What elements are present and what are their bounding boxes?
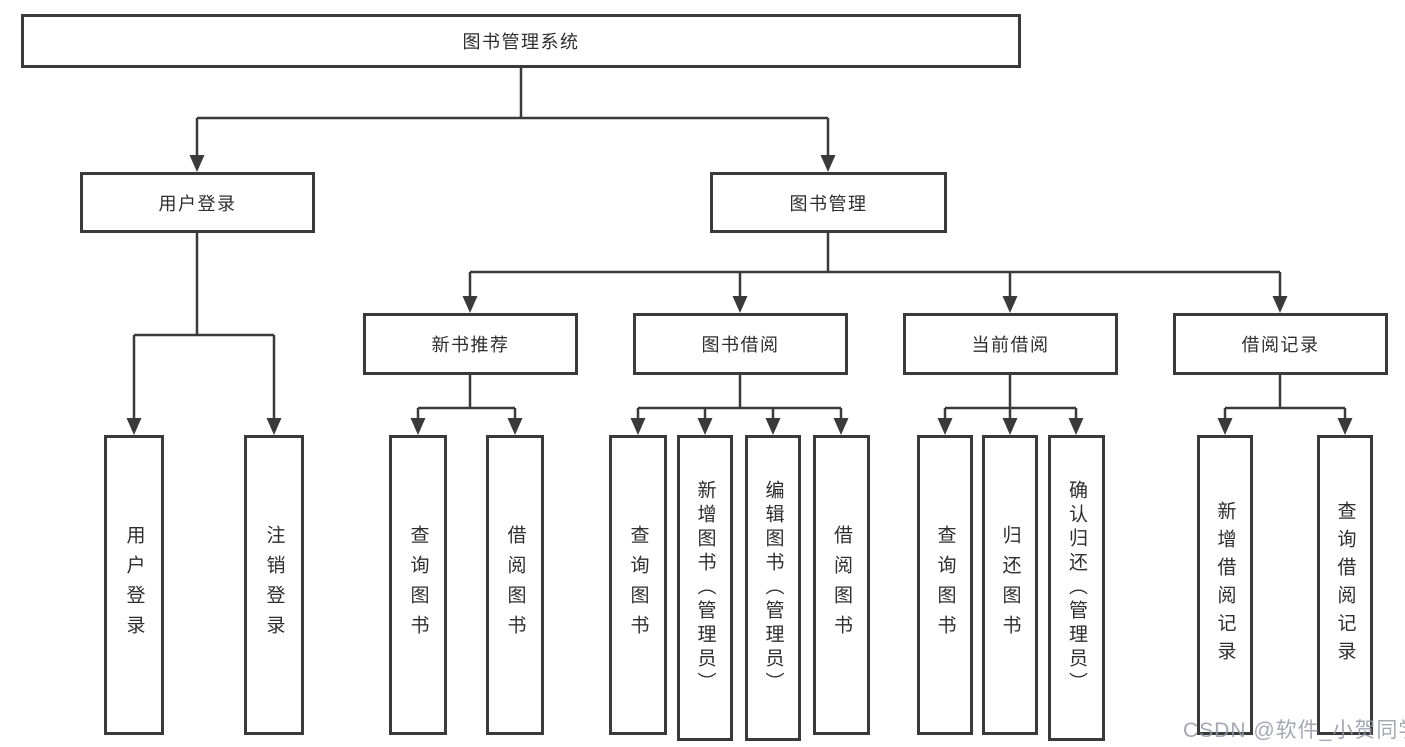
connector-book-borrow [636,375,843,421]
arrow-icon [266,418,282,435]
connector-user-login [132,233,276,421]
arrow-icon [1002,296,1018,313]
leaf-add-books-admin-label: 新增图书（管理员） [694,480,716,696]
leaf-edit-books-admin-label: 编辑图书（管理员） [762,480,784,696]
node-new-book-recommend: 新书推荐 [363,313,578,375]
arrow-icon [732,296,748,313]
leaf-confirm-return-admin-label: 确认归还（管理员） [1066,480,1087,696]
root-node-label: 图书管理系统 [462,32,580,52]
node-current-borrow-label: 当前借阅 [971,335,1050,355]
connector-paths [132,68,1347,421]
connector-current-borrow [943,375,1078,421]
node-user-login: 用户登录 [80,172,315,233]
connector-new-book [416,375,517,421]
node-book-borrow: 图书借阅 [633,313,848,375]
connector-root [195,68,830,158]
leaf-user-login: 用户登录 [104,435,164,735]
leaf-query-books-borrow-label: 查询图书 [627,525,649,645]
leaf-query-books-current-label: 查询图书 [934,525,956,645]
leaf-borrow-books-label: 借阅图书 [831,525,852,645]
node-current-borrow: 当前借阅 [903,313,1118,375]
node-book-management-label: 图书管理 [789,193,868,214]
arrow-icon [1272,296,1288,313]
leaf-query-books-current: 查询图书 [917,435,973,735]
arrow-icon [833,418,849,435]
leaf-add-borrow-record-label: 新增借阅记录 [1214,501,1236,669]
leaf-return-books-label: 归还图书 [999,525,1021,645]
node-new-book-recommend-label: 新书推荐 [431,335,510,355]
arrow-icon [697,418,713,435]
csdn-watermark: CSDN @软件_小贺同学 [1183,719,1405,742]
arrowheads [126,155,1353,435]
arrow-icon [765,418,781,435]
arrow-icon [1337,418,1353,435]
leaf-query-books-borrow: 查询图书 [609,435,667,735]
leaf-add-books-admin: 新增图书（管理员） [677,435,733,741]
arrow-icon [1068,418,1084,435]
arrow-icon [410,418,426,435]
connector-book-management [468,233,1282,299]
leaf-confirm-return-admin: 确认归还（管理员） [1048,435,1105,741]
arrow-icon [507,418,523,435]
root-node-library-system: 图书管理系统 [21,14,1021,68]
arrow-icon [462,296,478,313]
arrow-icon [820,155,836,172]
arrow-icon [189,155,205,172]
leaf-borrow-books-recommend: 借阅图书 [486,435,544,735]
leaf-query-books-recommend: 查询图书 [389,435,447,735]
leaf-logout: 注销登录 [244,435,304,735]
leaf-user-login-label: 用户登录 [123,525,145,645]
leaf-edit-books-admin: 编辑图书（管理员） [745,435,801,741]
leaf-borrow-books-recommend-label: 借阅图书 [504,525,526,645]
arrow-icon [1217,418,1233,435]
arrow-icon [937,418,953,435]
leaf-query-borrow-record: 查询借阅记录 [1317,435,1373,735]
leaf-add-borrow-record: 新增借阅记录 [1197,435,1253,735]
node-book-management: 图书管理 [710,172,947,233]
leaf-borrow-books: 借阅图书 [813,435,870,735]
leaf-return-books: 归还图书 [982,435,1038,735]
leaf-logout-label: 注销登录 [263,525,285,645]
node-borrow-records-label: 借阅记录 [1241,335,1320,355]
leaf-query-borrow-record-label: 查询借阅记录 [1334,501,1356,669]
arrow-icon [126,418,142,435]
arrow-icon [1002,418,1018,435]
arrow-icon [630,418,646,435]
connector-borrow-records [1223,375,1347,421]
leaf-query-books-recommend-label: 查询图书 [407,525,429,645]
node-book-borrow-label: 图书借阅 [701,335,780,355]
node-borrow-records: 借阅记录 [1173,313,1388,375]
node-user-login-label: 用户登录 [158,193,237,214]
